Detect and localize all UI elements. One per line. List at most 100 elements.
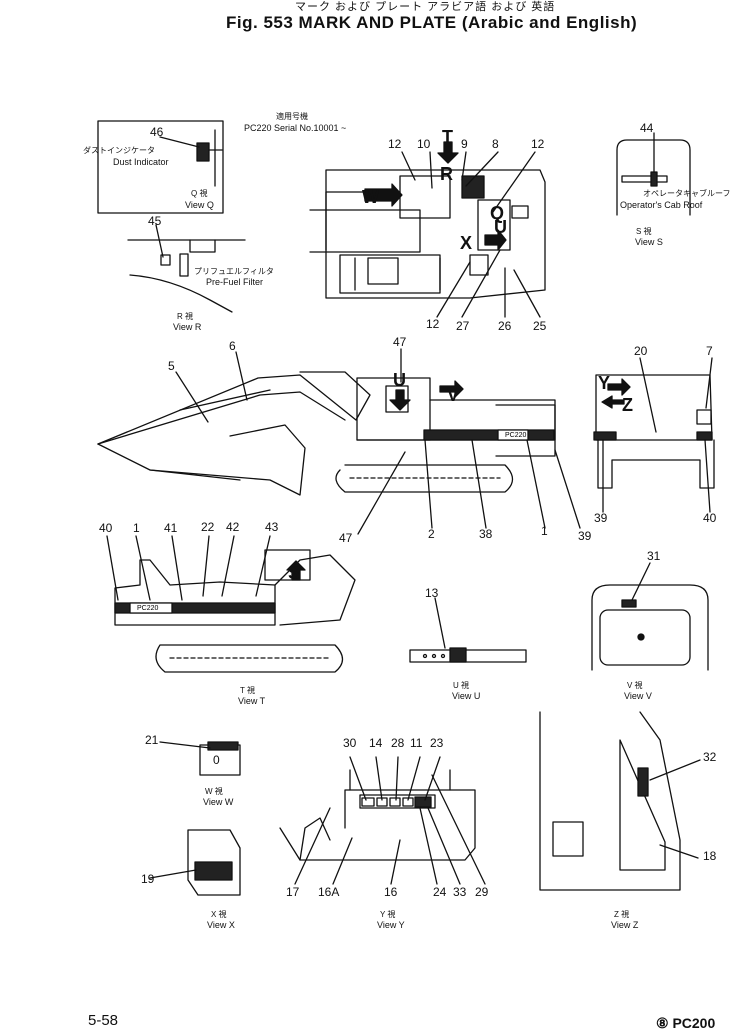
part-8: 8 bbox=[492, 137, 499, 151]
part-28: 28 bbox=[391, 736, 405, 750]
view-z-caption-jp: Z 視 bbox=[614, 910, 630, 919]
view-x-caption: View X bbox=[207, 920, 235, 930]
view-w-caption-jp: W 視 bbox=[205, 787, 223, 796]
part-39-side: 39 bbox=[578, 529, 592, 543]
view-t-drawing bbox=[106, 535, 356, 673]
figure-title: Fig. 553 MARK AND PLATE (Arabic and Engl… bbox=[226, 13, 638, 32]
part-47-top: 47 bbox=[393, 335, 407, 349]
model-code: ⑧ PC200 bbox=[656, 1015, 716, 1031]
part-14: 14 bbox=[369, 736, 383, 750]
model-plate-view-t: PC220 bbox=[137, 605, 159, 612]
rear-view-drawing bbox=[593, 357, 715, 513]
part-45: 45 bbox=[148, 214, 162, 228]
part-42: 42 bbox=[226, 520, 240, 534]
serial-note-jp: 適用号機 bbox=[276, 112, 308, 121]
view-s-drawing bbox=[616, 132, 691, 216]
part-25: 25 bbox=[533, 319, 547, 333]
view-v-caption-jp: V 視 bbox=[627, 681, 643, 690]
view-letter-x: X bbox=[460, 233, 473, 253]
view-letter-u: U bbox=[393, 370, 406, 390]
part-26: 26 bbox=[498, 319, 512, 333]
part-19: 19 bbox=[141, 872, 155, 886]
plan-view-drawing bbox=[309, 141, 546, 318]
view-q-drawing bbox=[97, 120, 224, 214]
view-letter-y: Y bbox=[598, 373, 611, 393]
part-2: 2 bbox=[428, 527, 435, 541]
view-letter-z: Z bbox=[622, 395, 633, 415]
view-t-caption-jp: T 視 bbox=[240, 686, 255, 695]
part-40-rear: 40 bbox=[703, 511, 717, 525]
part-1-side: 1 bbox=[541, 524, 548, 538]
part-12-plan-bottom: 12 bbox=[426, 317, 440, 331]
part-12-plan-left: 12 bbox=[388, 137, 402, 151]
part-29: 29 bbox=[475, 885, 489, 899]
part-23: 23 bbox=[430, 736, 444, 750]
part-16: 16 bbox=[384, 885, 398, 899]
view-s-callout-jp: オペレータキャブルーフ bbox=[643, 189, 731, 198]
view-s-caption: View S bbox=[635, 237, 663, 247]
view-q-caption-jp: Q 視 bbox=[191, 189, 208, 198]
view-x-drawing bbox=[149, 829, 241, 896]
serial-note: PC220 Serial No.10001 ~ bbox=[244, 123, 347, 133]
view-r-callout-jp: プリフュエルフィルタ bbox=[194, 267, 274, 276]
view-y-caption: View Y bbox=[377, 920, 405, 930]
part-11: 11 bbox=[410, 736, 423, 750]
part-30: 30 bbox=[343, 736, 357, 750]
part-16a: 16A bbox=[318, 885, 340, 899]
view-q-callout: Dust Indicator bbox=[113, 157, 169, 167]
view-r-caption-jp: R 視 bbox=[177, 312, 193, 321]
part-33: 33 bbox=[453, 885, 467, 899]
part-32: 32 bbox=[703, 750, 717, 764]
view-u-drawing bbox=[409, 597, 527, 663]
title-japanese: マーク および プレート アラビア語 および 英語 bbox=[295, 1, 556, 13]
view-r-drawing bbox=[127, 224, 246, 313]
excavator-side-drawing bbox=[97, 348, 581, 535]
part-9: 9 bbox=[461, 137, 468, 151]
part-17: 17 bbox=[286, 885, 300, 899]
view-v-caption: View V bbox=[624, 691, 652, 701]
view-letter-w: W bbox=[362, 187, 379, 207]
part-7: 7 bbox=[706, 344, 713, 358]
part-13: 13 bbox=[425, 586, 439, 600]
view-s-callout: Operator's Cab Roof bbox=[620, 200, 703, 210]
view-q-callout-jp: ダストインジケータ bbox=[83, 146, 155, 155]
part-20: 20 bbox=[634, 344, 648, 358]
view-letter-r: R bbox=[440, 164, 453, 184]
view-x-caption-jp: X 視 bbox=[211, 910, 227, 919]
plate-view-w-text: 0 bbox=[213, 753, 220, 767]
view-letter-v: V bbox=[447, 385, 460, 405]
view-r-caption: View R bbox=[173, 322, 202, 332]
view-y-caption-jp: Y 視 bbox=[380, 910, 396, 919]
view-letter-q: Q bbox=[490, 203, 505, 223]
part-46: 46 bbox=[150, 125, 164, 139]
part-41: 41 bbox=[164, 521, 178, 535]
part-18: 18 bbox=[703, 849, 717, 863]
part-40: 40 bbox=[99, 521, 113, 535]
part-21: 21 bbox=[145, 733, 159, 747]
part-24: 24 bbox=[433, 885, 447, 899]
part-1: 1 bbox=[133, 521, 140, 535]
part-38: 38 bbox=[479, 527, 493, 541]
part-44: 44 bbox=[640, 121, 654, 135]
page-number: 5-58 bbox=[88, 1012, 119, 1029]
view-w-drawing bbox=[159, 741, 241, 776]
part-27: 27 bbox=[456, 319, 470, 333]
view-r-callout: Pre-Fuel Filter bbox=[206, 277, 264, 287]
part-31: 31 bbox=[647, 549, 661, 563]
part-10: 10 bbox=[417, 137, 431, 151]
view-z-drawing bbox=[539, 711, 701, 891]
part-12-plan-right: 12 bbox=[531, 137, 545, 151]
view-letter-t: T bbox=[442, 127, 453, 147]
part-6: 6 bbox=[229, 339, 236, 353]
view-y-drawing bbox=[279, 756, 486, 885]
view-w-caption: View W bbox=[203, 797, 234, 807]
view-q-caption: View Q bbox=[185, 200, 214, 210]
part-22: 22 bbox=[201, 520, 215, 534]
part-47-bottom: 47 bbox=[339, 531, 353, 545]
model-plate-side: PC220 bbox=[505, 432, 527, 439]
view-s-caption-jp: S 視 bbox=[636, 227, 652, 236]
part-5: 5 bbox=[168, 359, 175, 373]
view-z-caption: View Z bbox=[611, 920, 639, 930]
